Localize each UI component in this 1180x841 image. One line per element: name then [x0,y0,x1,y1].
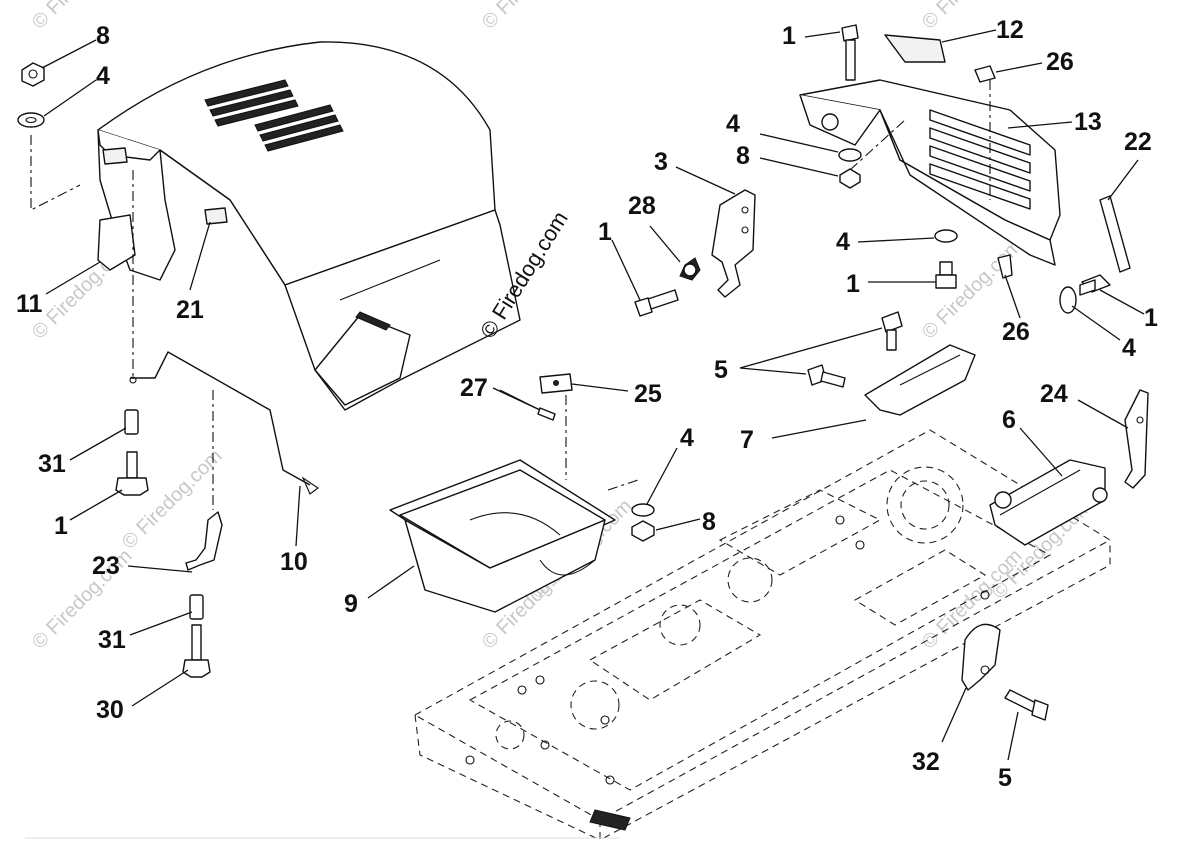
callout-5: 5 [714,356,728,384]
leader-lines [41,29,1145,761]
bolt-1-left [126,451,138,479]
callout-4: 4 [96,62,110,90]
left-hardware [17,62,81,211]
spacer-31-upper [124,409,139,435]
bracket-22 [1099,195,1131,273]
callout-13: 13 [1074,108,1102,136]
battery-tray [389,373,655,613]
hood-vents [204,79,344,152]
callouts: 8 4 11 21 31 1 23 31 30 10 9 27 25 4 8 1… [16,16,1158,792]
support-rod [115,170,319,510]
clip-27 [537,407,556,421]
callout-22: 22 [1124,128,1152,156]
callout-4: 4 [680,424,694,452]
callout-1: 1 [846,270,860,298]
clip-26-bottom [997,254,1013,279]
washer-4-right [1059,286,1077,314]
callout-8: 8 [736,142,750,170]
callout-27: 27 [460,374,488,402]
callout-30: 30 [96,696,124,724]
front-grille [799,34,1131,279]
callout-4: 4 [1122,334,1136,362]
callout-10: 10 [280,548,308,576]
bolt-30 [191,624,202,661]
callout-26: 26 [1046,48,1074,76]
callout-3: 3 [654,148,668,176]
clip-26-top [974,65,996,83]
washer-4-tray [631,503,655,517]
brace-7 [864,344,976,416]
callout-8: 8 [702,508,716,536]
plate-12 [884,34,946,63]
callout-23: 23 [92,552,120,580]
clamp-assembly [961,623,1049,721]
callout-32: 32 [912,748,940,776]
watermark-text: © Firedog.com [478,0,587,34]
callout-11: 11 [16,290,43,318]
washer-4-left [17,112,45,128]
nut-8-grille [839,168,861,189]
side-brackets [989,389,1149,546]
clamp-32 [961,623,1001,691]
nut-8-left [21,62,45,87]
callout-1: 1 [1144,304,1158,332]
callout-1: 1 [598,218,612,246]
tractor-frame [413,429,1112,841]
bracket-23 [185,511,223,571]
callout-8: 8 [96,22,110,50]
callout-24: 24 [1040,380,1068,408]
callout-26: 26 [1002,318,1030,346]
bracket-3 [711,189,756,298]
hood [97,41,521,411]
nut-8-tray [631,520,655,542]
lower-left-hardware [182,511,223,678]
washer-4-grille [838,148,862,162]
callout-25: 25 [634,380,662,408]
callout-9: 9 [344,590,358,618]
callout-31: 31 [38,450,66,478]
callout-5: 5 [998,764,1012,792]
callout-4: 4 [726,110,740,138]
bolt-5-upper [881,311,903,333]
callout-4: 4 [836,228,850,256]
callout-1: 1 [54,512,68,540]
callout-31: 31 [98,626,126,654]
brace-assembly [807,311,976,416]
callout-7: 7 [740,426,754,454]
callout-12: 12 [996,16,1024,44]
bolt-1-top [841,24,859,42]
grille-slots [929,109,1031,210]
watermark-text: © Firedog.com [28,0,137,34]
spacer-31-lower [189,594,204,620]
callout-6: 6 [1002,406,1016,434]
bolt-1-grille [939,261,953,276]
callout-1: 1 [782,22,796,50]
callout-28: 28 [628,192,656,220]
bracket-24 [1124,389,1149,489]
callout-21: 21 [176,296,204,324]
bracket-3-assembly [634,189,756,317]
washer-4-grille-lower [934,229,958,243]
